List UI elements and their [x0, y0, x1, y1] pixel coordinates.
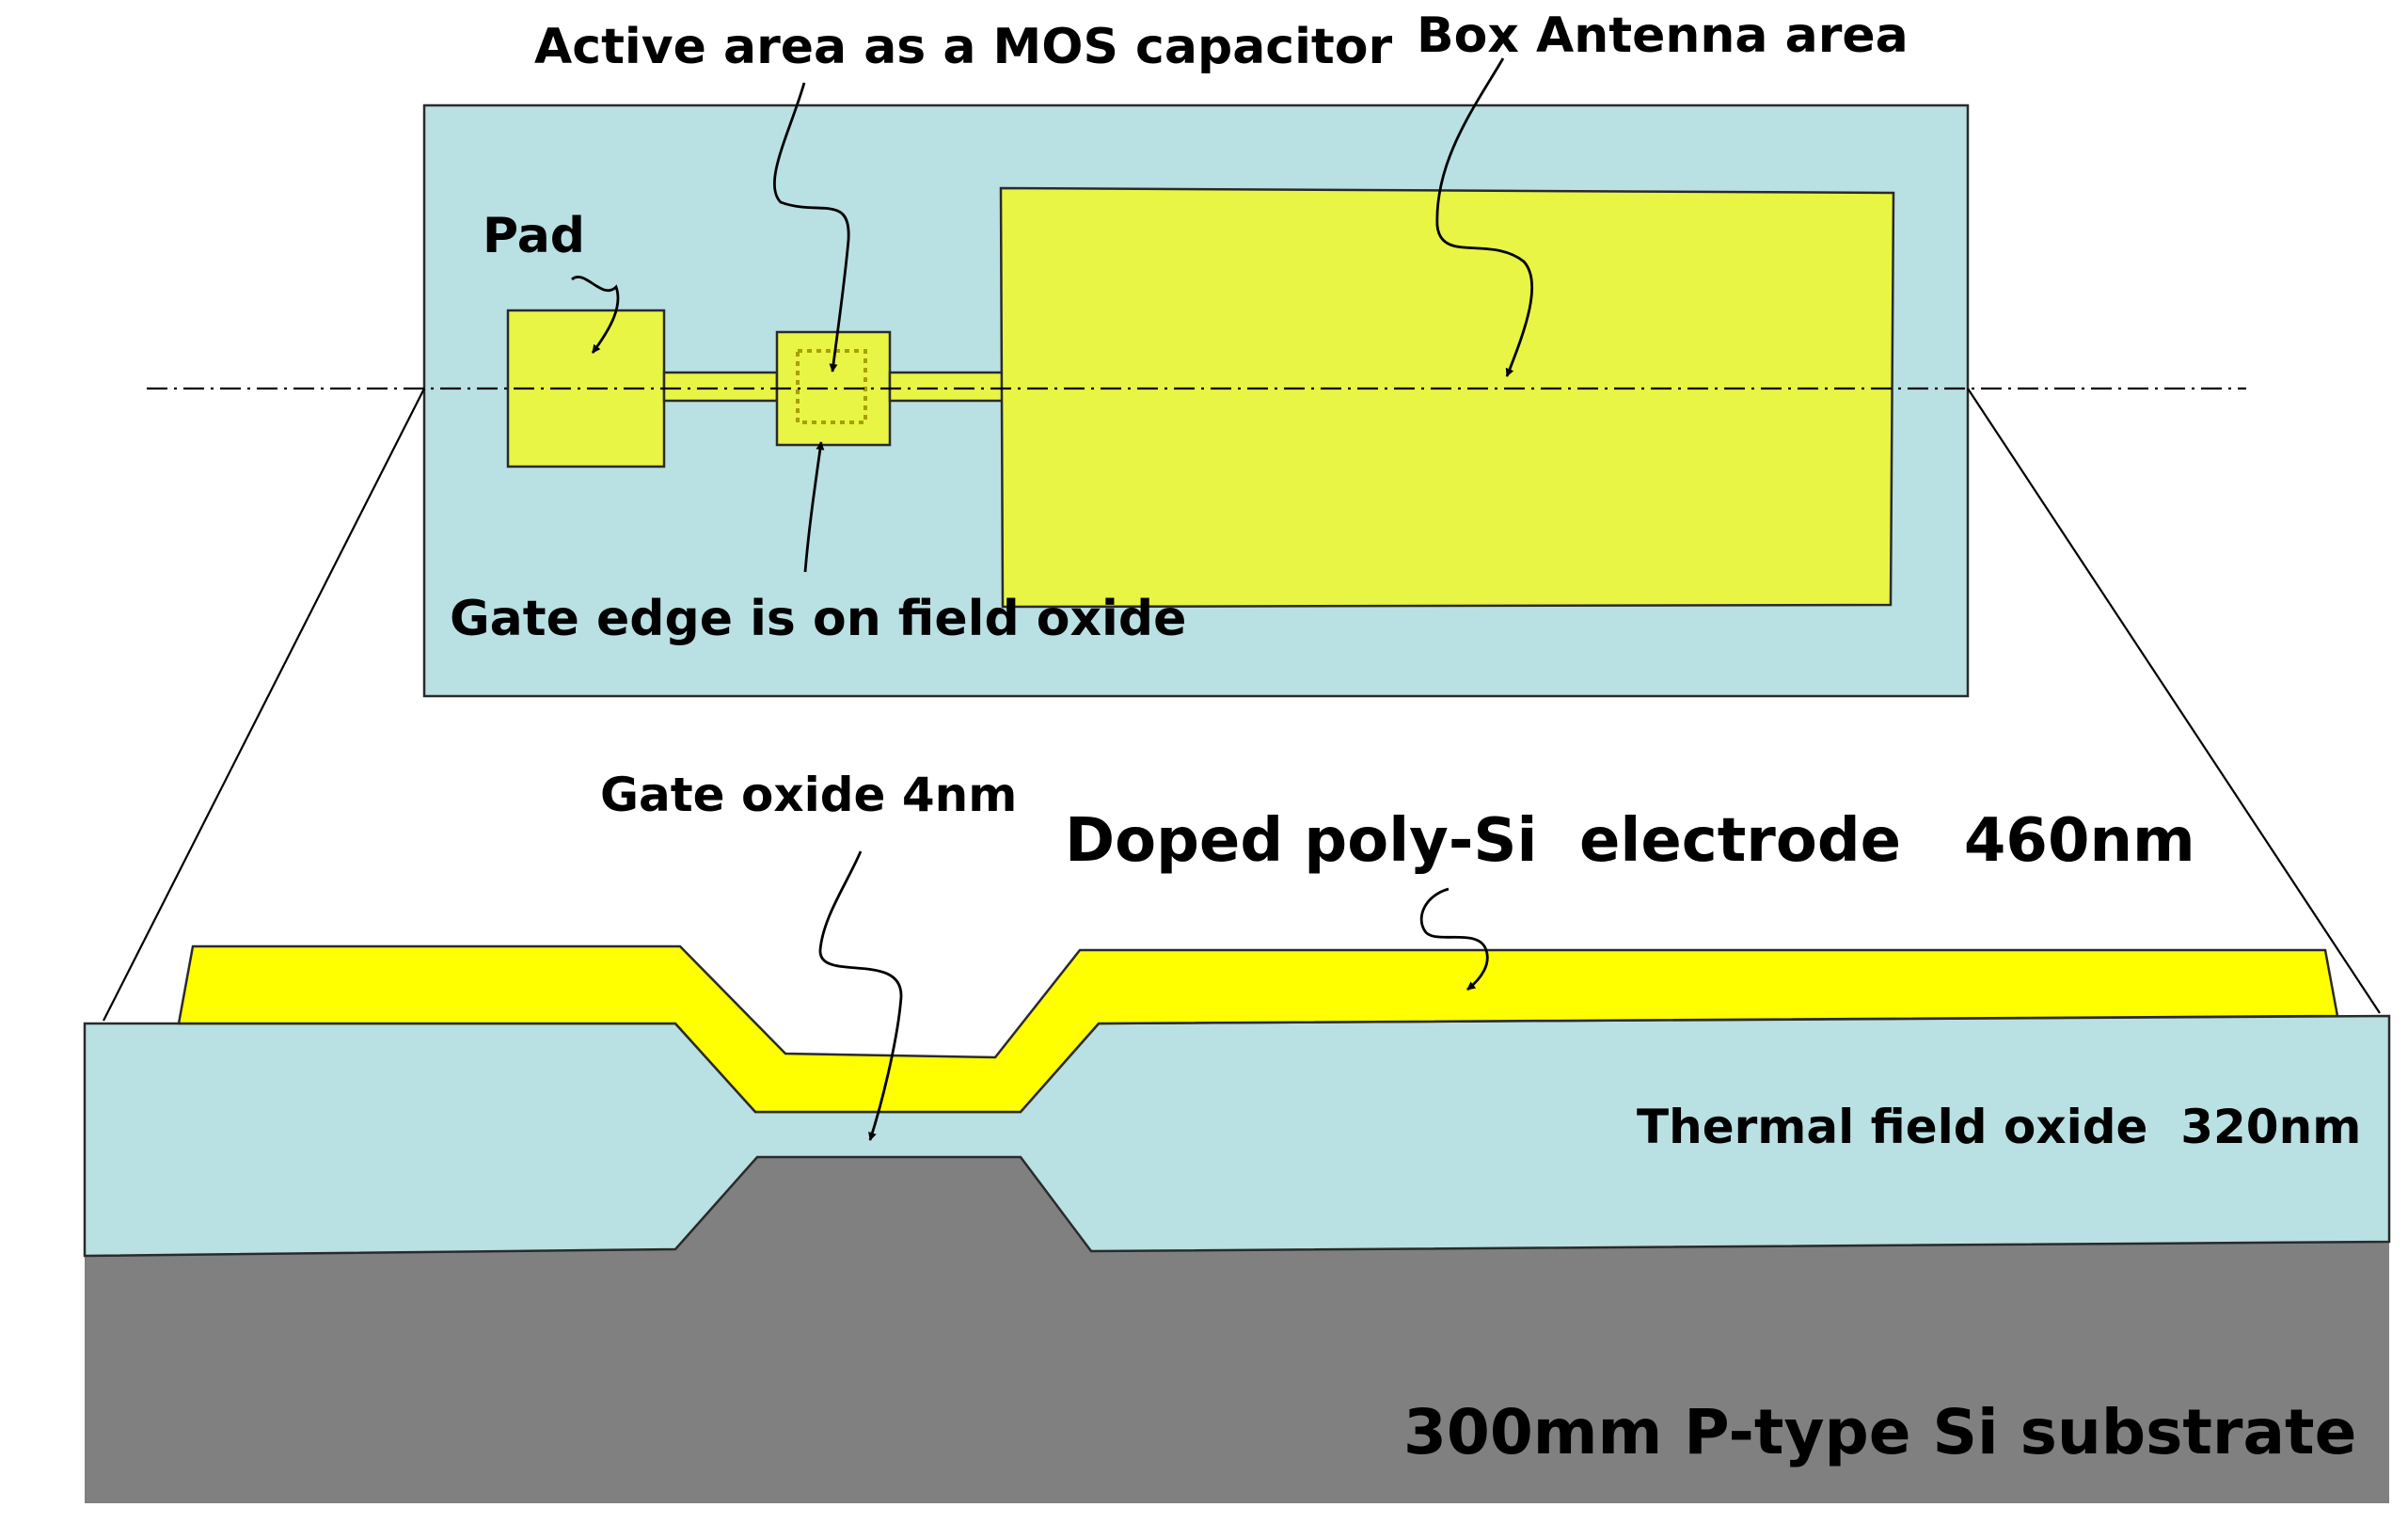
substrate-shape — [85, 1157, 2389, 1503]
projection-line-right — [1967, 388, 2381, 1014]
antenna-connector-shape — [888, 371, 1005, 403]
active-region-dotted — [796, 349, 867, 424]
poly-electrode-shape — [177, 944, 2339, 1114]
box-antenna-leader-arrow — [1435, 57, 1534, 377]
gate-oxide-leader-arrow — [818, 850, 903, 1141]
poly-electrode-label: Doped poly-Si electrode 460nm — [1065, 806, 2195, 876]
active-area-label: Active area as a MOS capacitor — [534, 19, 1393, 75]
pad-connector-shape — [662, 371, 779, 403]
top-view: Active area as a MOS capacitor Box Anten… — [147, 8, 2246, 698]
active-area-leader-arrow — [772, 82, 850, 373]
cross-section: Gate oxide 4nm Doped poly-Si electrode 4… — [83, 768, 2391, 1503]
gate-edge-label: Gate edge is on field oxide — [450, 591, 1186, 647]
pad-label: Pad — [483, 208, 585, 264]
box-antenna-label: Box Antenna area — [1417, 8, 1909, 64]
poly-electrode-leader-arrow — [1419, 887, 1489, 992]
projection-line-left — [103, 388, 425, 1022]
box-antenna-shape — [999, 186, 1895, 609]
gate-oxide-label: Gate oxide 4nm — [600, 768, 1017, 822]
pad-leader-arrow — [571, 276, 620, 354]
gate-edge-leader-arrow — [803, 441, 825, 573]
field-oxide-label: Thermal field oxide 320nm — [1637, 1100, 2361, 1154]
substrate-label: 300mm P-type Si substrate — [1403, 1396, 2356, 1468]
